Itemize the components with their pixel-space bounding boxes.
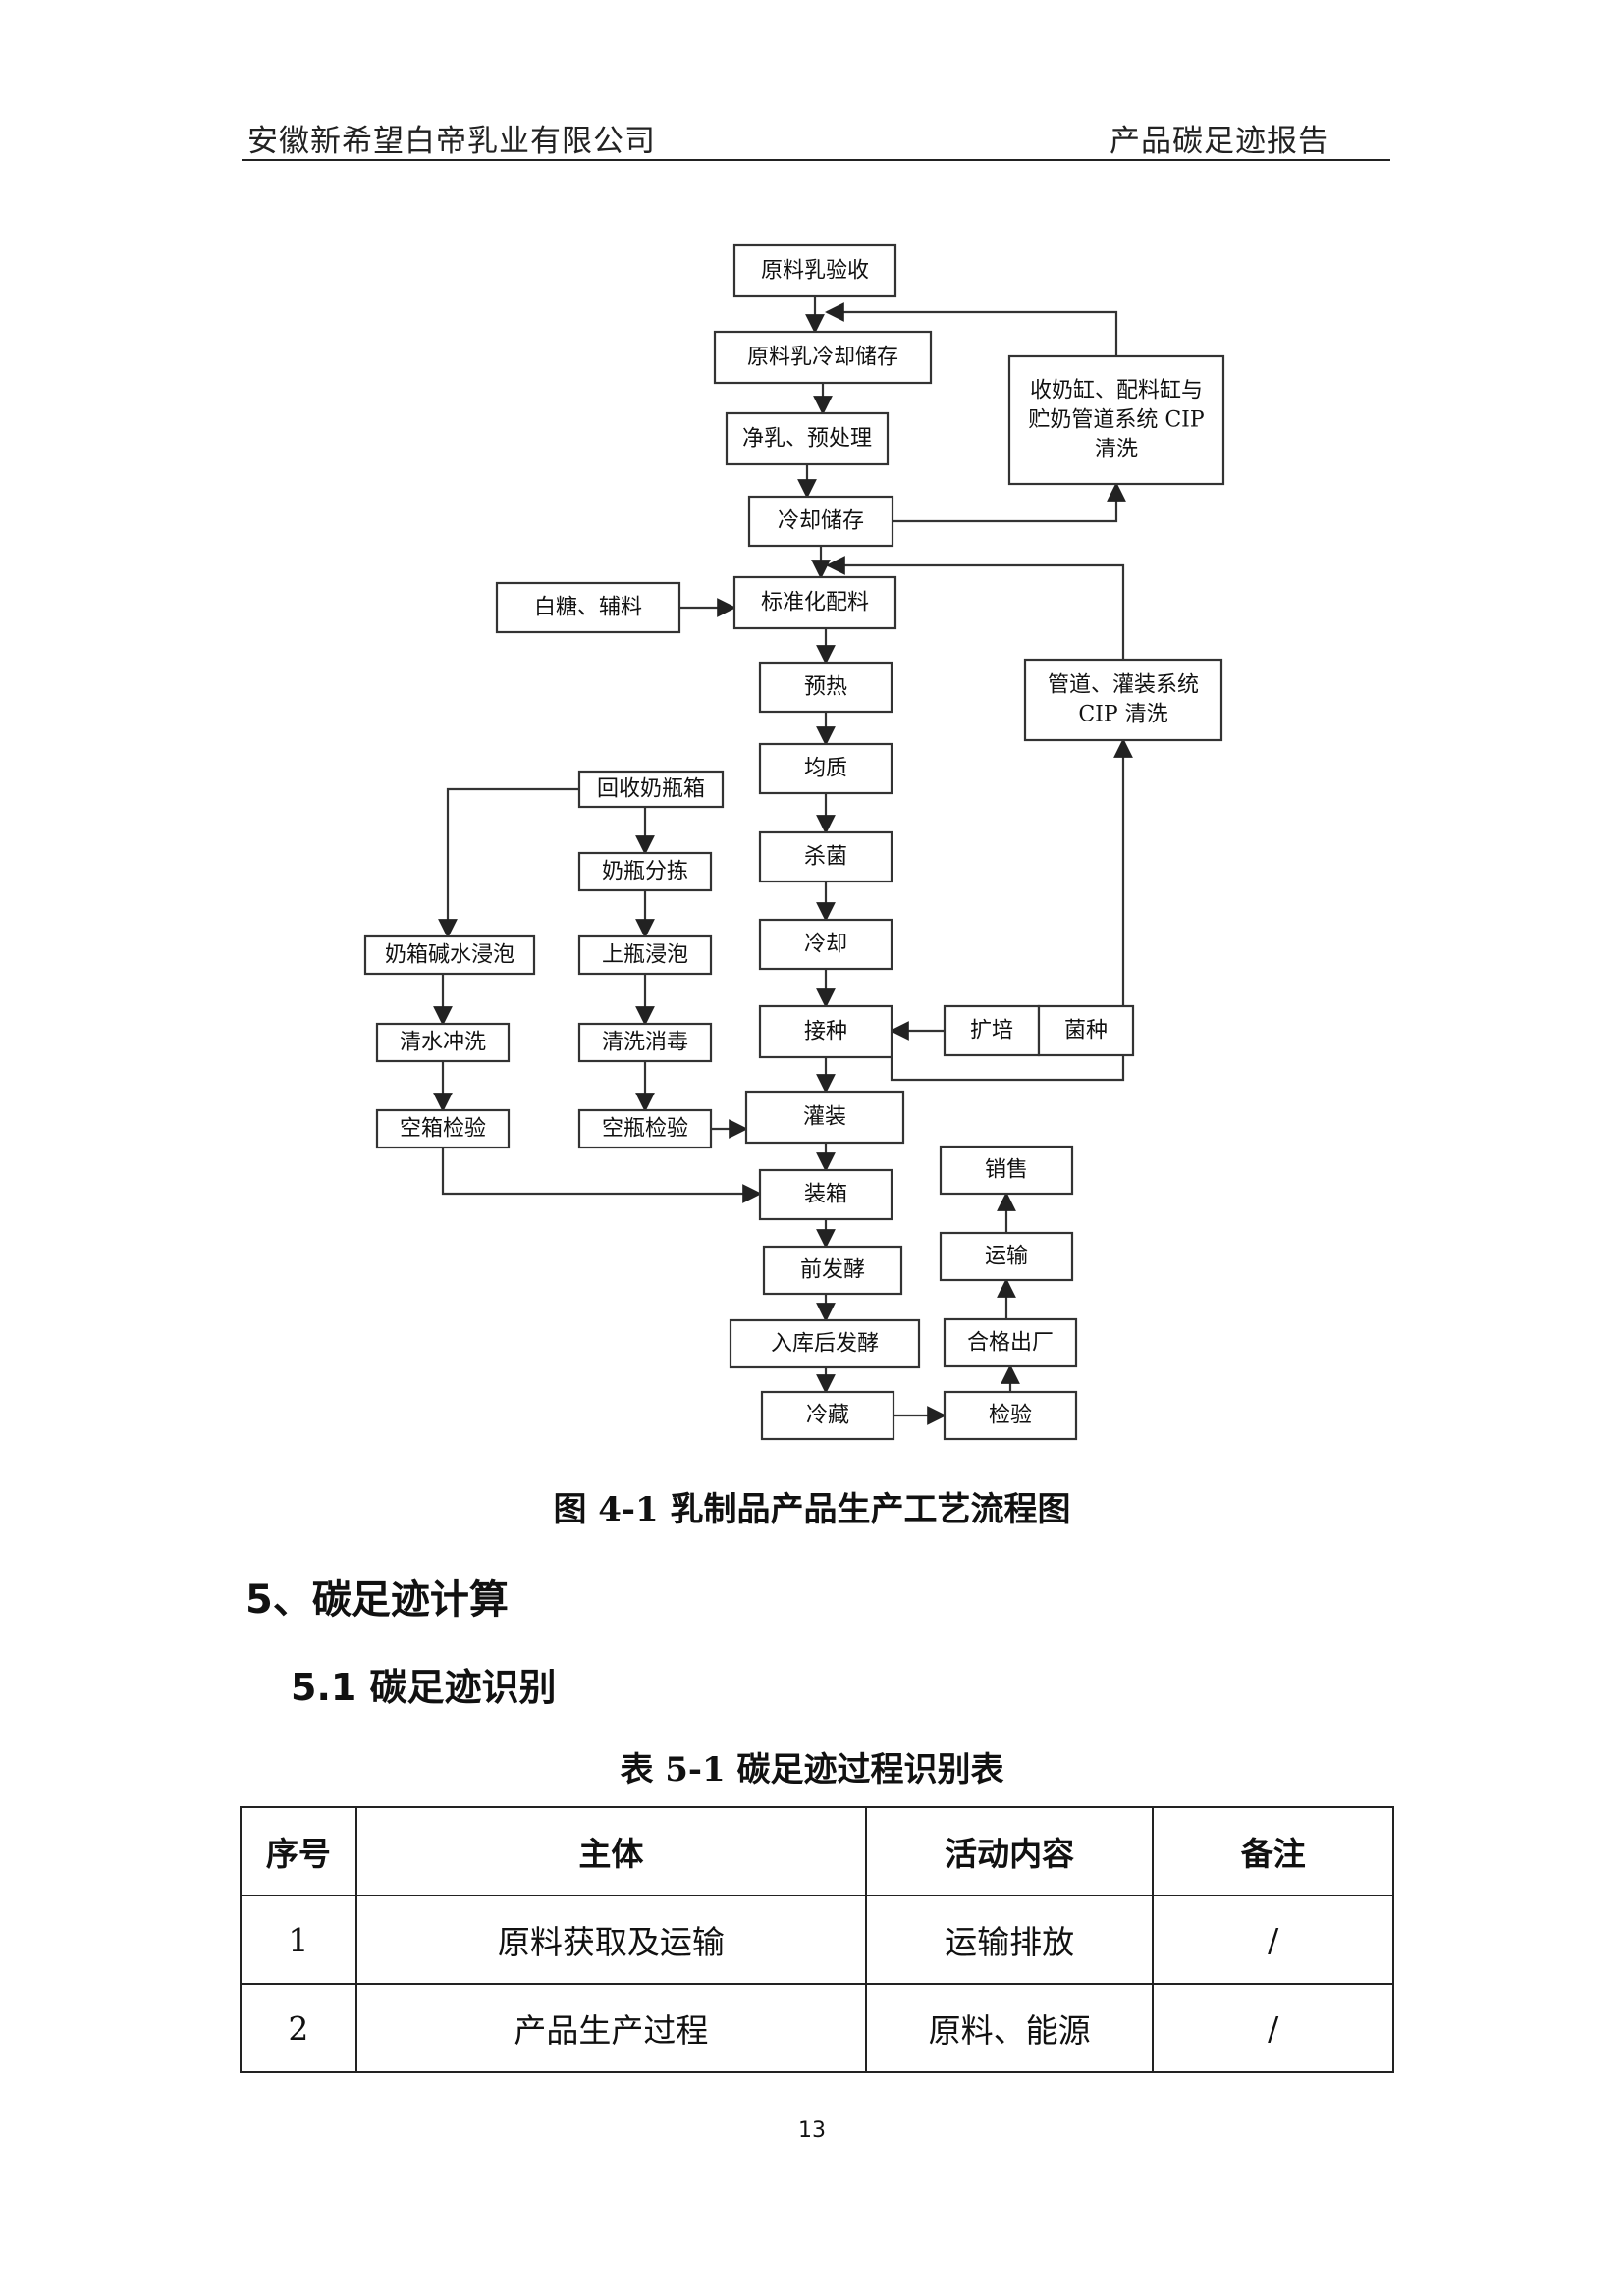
flow-box-label: 合格出厂 <box>967 1331 1054 1356</box>
page-number: 13 <box>798 2118 826 2143</box>
flow-connector <box>893 482 1126 523</box>
header-report-title: 产品碳足迹报告 <box>1110 124 1329 159</box>
flow-box-label: 检验 <box>989 1404 1032 1428</box>
flow-box-label: 收奶缸、配料缸与 <box>1030 379 1203 403</box>
section-heading: 5、碳足迹计算 <box>245 1577 509 1623</box>
flow-box-label: 杀菌 <box>804 845 847 870</box>
flow-box-label: 销售 <box>985 1158 1028 1183</box>
flow-box-label: 前发酵 <box>800 1258 865 1283</box>
flow-box-label: 冷藏 <box>806 1404 849 1428</box>
flow-box-cleaning-disinfection: 清洗消毒 <box>577 1022 713 1063</box>
flow-box-label: 上瓶浸泡 <box>602 943 688 968</box>
flow-box-sterilization: 杀菌 <box>758 830 893 883</box>
flow-box-sales: 销售 <box>939 1145 1074 1196</box>
flow-box-label: 冷却储存 <box>778 509 864 534</box>
flow-box-starter-expansion: 扩培 <box>943 1004 1041 1057</box>
flow-boxes: 原料乳验收原料乳冷却储存净乳、预处理冷却储存标准化配料预热均质杀菌冷却接种灌装装… <box>363 243 1225 1441</box>
flow-box-label: 清洗消毒 <box>602 1031 688 1055</box>
flow-box-label: 预热 <box>804 675 847 700</box>
flow-box-boxing: 装箱 <box>758 1168 893 1221</box>
flow-connector <box>438 787 579 938</box>
flow-box-water-rinsing: 清水冲洗 <box>375 1022 511 1063</box>
flow-box-inspection: 检验 <box>943 1390 1078 1441</box>
flow-connector <box>826 556 1125 660</box>
flow-box-standardization-blending: 标准化配料 <box>732 575 897 630</box>
flow-box-cooling: 冷却 <box>758 918 893 971</box>
cell-subject: 原料获取及运输 <box>354 1895 867 1985</box>
flow-box-crate-alkali-soaking: 奶箱碱水浸泡 <box>363 934 536 976</box>
cell-activity: 运输排放 <box>864 1895 1155 1985</box>
flow-box-label: 空瓶检验 <box>602 1117 688 1142</box>
flow-box-raw-milk-receipt: 原料乳验收 <box>732 243 897 298</box>
flow-box-label: 奶箱碱水浸泡 <box>385 943 514 968</box>
header-company: 安徽新希望白帝乳业有限公司 <box>247 124 656 159</box>
flow-box-transport: 运输 <box>939 1231 1074 1282</box>
flow-box-cooling-storage: 冷却储存 <box>747 495 894 548</box>
process-flowchart: 原料乳验收原料乳冷却储存净乳、预处理冷却储存标准化配料预热均质杀菌冷却接种灌装装… <box>363 243 1225 1441</box>
flow-box-label: 白糖、辅料 <box>534 596 642 620</box>
flow-box-label: 入库后发酵 <box>771 1332 879 1357</box>
flow-box-clarification-pretreatment: 净乳、预处理 <box>725 411 890 466</box>
cell-remark: / <box>1152 1895 1394 1985</box>
cell-index: 2 <box>240 1983 357 2073</box>
flow-connector <box>825 302 1118 356</box>
flow-box-label: 清水冲洗 <box>400 1031 486 1055</box>
flow-box-label: 标准化配料 <box>761 591 869 615</box>
flow-connector <box>441 1148 762 1203</box>
flow-box-label: 回收奶瓶箱 <box>597 777 705 802</box>
flow-box-label: 清洗 <box>1095 438 1138 462</box>
flow-box-starter-culture: 菌种 <box>1037 1004 1135 1057</box>
flow-box-label: CIP 清洗 <box>1078 703 1167 727</box>
flow-box-bottle-sorting: 奶瓶分拣 <box>577 851 713 892</box>
table-title: 表 5-1 碳足迹过程识别表 <box>620 1750 1004 1789</box>
flow-box-post-fermentation: 入库后发酵 <box>729 1318 921 1369</box>
col-header-remark: 备注 <box>1152 1806 1394 1896</box>
flow-box-filling: 灌装 <box>744 1090 905 1145</box>
flow-box-label: 接种 <box>804 1020 847 1044</box>
flow-box-homogenization: 均质 <box>758 742 893 795</box>
table-row: 1 原料获取及运输 运输排放 / <box>240 1895 1394 1985</box>
flow-box-cip-filling: 管道、灌装系统 CIP 清洗 <box>1023 658 1223 742</box>
subsection-heading: 5.1 碳足迹识别 <box>291 1666 557 1709</box>
flow-box-label: 原料乳冷却储存 <box>747 346 898 370</box>
flow-box-label: 管道、灌装系统 <box>1048 673 1199 698</box>
col-header-activity: 活动内容 <box>864 1806 1155 1896</box>
carbon-footprint-table: 序号 主体 活动内容 备注 1 原料获取及运输 运输排放 / 2 产品生产过程 … <box>240 1806 1394 2073</box>
flow-box-bottle-soaking: 上瓶浸泡 <box>577 934 713 976</box>
flow-box-label: 奶瓶分拣 <box>602 860 688 884</box>
flow-box-recycled-crates: 回收奶瓶箱 <box>577 770 725 809</box>
table-row: 2 产品生产过程 原料、能源 / <box>240 1983 1394 2073</box>
flow-box-preheating: 预热 <box>758 661 893 714</box>
flow-box-raw-milk-cooling-storage: 原料乳冷却储存 <box>713 330 933 385</box>
flow-box-label: 空箱检验 <box>400 1117 486 1142</box>
flow-box-label: 均质 <box>804 757 847 781</box>
flow-box-pre-fermentation: 前发酵 <box>762 1245 903 1296</box>
flow-box-empty-crate-inspection: 空箱检验 <box>375 1108 511 1149</box>
header-rule <box>242 159 1390 161</box>
col-header-index: 序号 <box>240 1806 357 1896</box>
flow-box-sugar-auxiliary: 白糖、辅料 <box>495 581 681 634</box>
flow-box-label: 净乳、预处理 <box>742 427 872 452</box>
flow-box-qualified-dispatch: 合格出厂 <box>943 1317 1078 1368</box>
cell-subject: 产品生产过程 <box>354 1983 867 2073</box>
flow-box-cold-storage: 冷藏 <box>760 1390 895 1441</box>
table-header-row: 序号 主体 活动内容 备注 <box>240 1806 1394 1896</box>
flow-box-label: 装箱 <box>804 1183 847 1207</box>
cell-activity: 原料、能源 <box>864 1983 1155 2073</box>
col-header-subject: 主体 <box>354 1806 867 1896</box>
figure-caption: 图 4-1 乳制品产品生产工艺流程图 <box>553 1490 1071 1529</box>
flow-box-label: 灌装 <box>803 1105 846 1130</box>
flow-box-label: 原料乳验收 <box>761 259 869 284</box>
flow-box-label: 扩培 <box>970 1019 1013 1043</box>
flow-box-inoculation: 接种 <box>758 1004 893 1059</box>
flow-box-label: 冷却 <box>804 933 847 957</box>
flow-box-label: 贮奶管道系统 CIP <box>1028 408 1205 433</box>
cell-remark: / <box>1152 1983 1394 2073</box>
cell-index: 1 <box>240 1895 357 1985</box>
flow-box-label: 运输 <box>985 1245 1028 1269</box>
flow-box-empty-bottle-inspection: 空瓶检验 <box>577 1108 713 1149</box>
flow-box-label: 菌种 <box>1064 1019 1108 1043</box>
